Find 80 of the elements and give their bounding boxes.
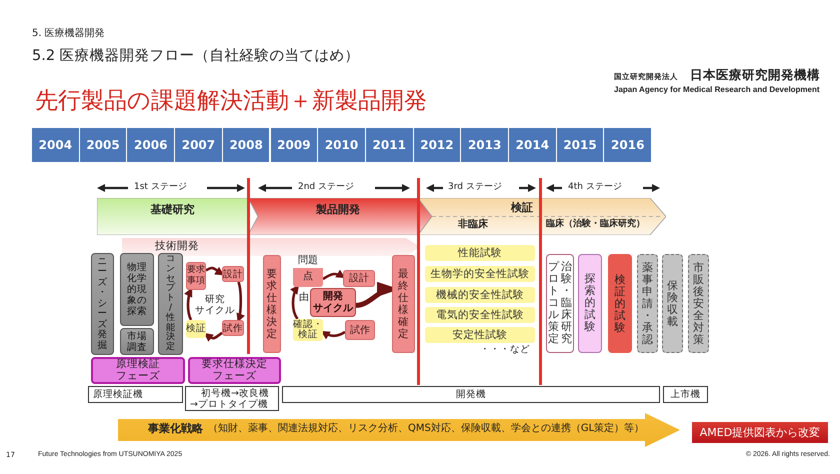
phase-band <box>418 198 666 235</box>
section-label: 5. 医療機器開発 <box>32 28 105 40</box>
milestone-box: 最終仕様確定 <box>392 255 415 353</box>
tech-band <box>122 238 420 256</box>
activity-box: ニーズ・シーズ発掘 <box>91 253 114 355</box>
year-cell: 2015 <box>556 128 604 162</box>
step-box: 設計 <box>343 270 375 287</box>
year-cell: 2012 <box>414 128 462 162</box>
device-box: 原理検証機 <box>88 386 183 403</box>
device-box: 上市機 <box>663 386 708 403</box>
phase-box: 要求仕様決定フェーズ <box>188 357 281 384</box>
stage-box: 市販後安全対策 <box>688 254 709 353</box>
cycle-arrow <box>236 282 245 322</box>
stage-label: 4th ステージ <box>568 182 622 193</box>
stage-box: 薬事申請・承認 <box>637 254 658 353</box>
phase-band <box>248 198 432 235</box>
note-text: 由 <box>299 292 309 304</box>
band-subtitle: 臨床（治験・臨床研究） <box>546 219 645 230</box>
cycle-label: 研究サイクル <box>195 294 235 316</box>
band-title: 検証 <box>510 201 533 214</box>
cycle-arrow <box>184 288 193 321</box>
device-box: 開発機 <box>282 386 660 403</box>
step-box <box>293 255 323 287</box>
cycle-arrow <box>322 270 346 280</box>
year-cell: 2008 <box>222 128 270 162</box>
year-cell: 2013 <box>461 128 509 162</box>
step-box: 試作 <box>222 320 244 336</box>
strategy-banner <box>118 413 680 447</box>
band-subtitle: 非臨床 <box>457 219 489 231</box>
test-box: 生物学的安全性試験 <box>425 266 535 282</box>
year-cell: 2004 <box>32 128 80 162</box>
year-cell: 2016 <box>604 128 652 162</box>
year-cell: 2014 <box>509 128 557 162</box>
stage-box: 保険収載 <box>662 254 683 353</box>
band-title: 製品開発 <box>315 203 361 216</box>
step-box: 試作 <box>345 320 375 340</box>
heading-text: 問題 <box>297 255 319 267</box>
strategy-text: （知財、薬事、関連法規対応、リスク分析、QMS対応、保険収載、学会との連携（GL策定）等） <box>208 423 644 435</box>
cycle-box: 開発サイクル <box>310 288 356 317</box>
year-cell: 2010 <box>318 128 366 162</box>
test-box: 電気的安全性試験 <box>425 307 535 323</box>
year-cell: 2011 <box>366 128 414 162</box>
activity-box: 物理化学的現象の探索 <box>120 253 154 326</box>
step-box: 設計 <box>222 266 244 282</box>
cycle-arrow <box>290 284 299 320</box>
phase-band <box>97 198 248 235</box>
band-label: 技術開発 <box>155 240 199 253</box>
phase-box: 原理検証フェーズ <box>91 357 185 384</box>
year-cell: 2009 <box>270 128 318 162</box>
etc-text: ・・・など <box>480 344 530 356</box>
stage-box: 探索的試験 <box>578 254 602 353</box>
cycle-arrow <box>205 266 224 276</box>
stage-label: 3rd ステージ <box>448 182 502 193</box>
step-box: 要求事項 <box>186 262 206 290</box>
year-cell: 2007 <box>175 128 223 162</box>
activity-box: 市場調査 <box>120 328 154 355</box>
band-title: 基礎研究 <box>150 203 196 216</box>
org-name-english: Japan Agency for Medical Research and Development <box>614 85 820 95</box>
stage-box: 検証的試験 <box>608 254 632 353</box>
device-box: 初号機→改良機→プロトタイプ機 <box>185 386 279 411</box>
cycle-arrow <box>320 330 346 340</box>
test-box: 機械的安全性試験 <box>425 287 535 303</box>
stage-label: 1st ステージ <box>134 182 187 193</box>
headline: 先行製品の課題解決活動＋新製品開発 <box>35 88 427 116</box>
stage-label: 2nd ステージ <box>298 182 354 193</box>
box-text: 点 <box>302 271 314 283</box>
test-box: 性能試験 <box>425 245 535 261</box>
activity-box: コンセプト/性能決定 <box>158 253 183 355</box>
strategy-title: 事業化戦略 <box>148 422 203 436</box>
test-box: 安定性試験 <box>425 327 535 343</box>
cycle-arrow <box>204 332 223 342</box>
year-cell: 2006 <box>127 128 176 162</box>
page-title: 5.2 医療機器開発フロー（自社経験の当てはめ） <box>32 48 360 66</box>
step-box: 確認・検証 <box>293 319 323 341</box>
stage-box: 治験・臨床研究プロトコル策定 <box>546 254 574 353</box>
org-name: 日本医療研究開発機構 <box>690 67 820 82</box>
step-box: 検証 <box>186 320 206 338</box>
year-cell: 2005 <box>80 128 128 162</box>
source-box: AMED提供図表から改変 <box>692 422 828 443</box>
milestone-box: 要求仕様決定 <box>263 255 281 353</box>
